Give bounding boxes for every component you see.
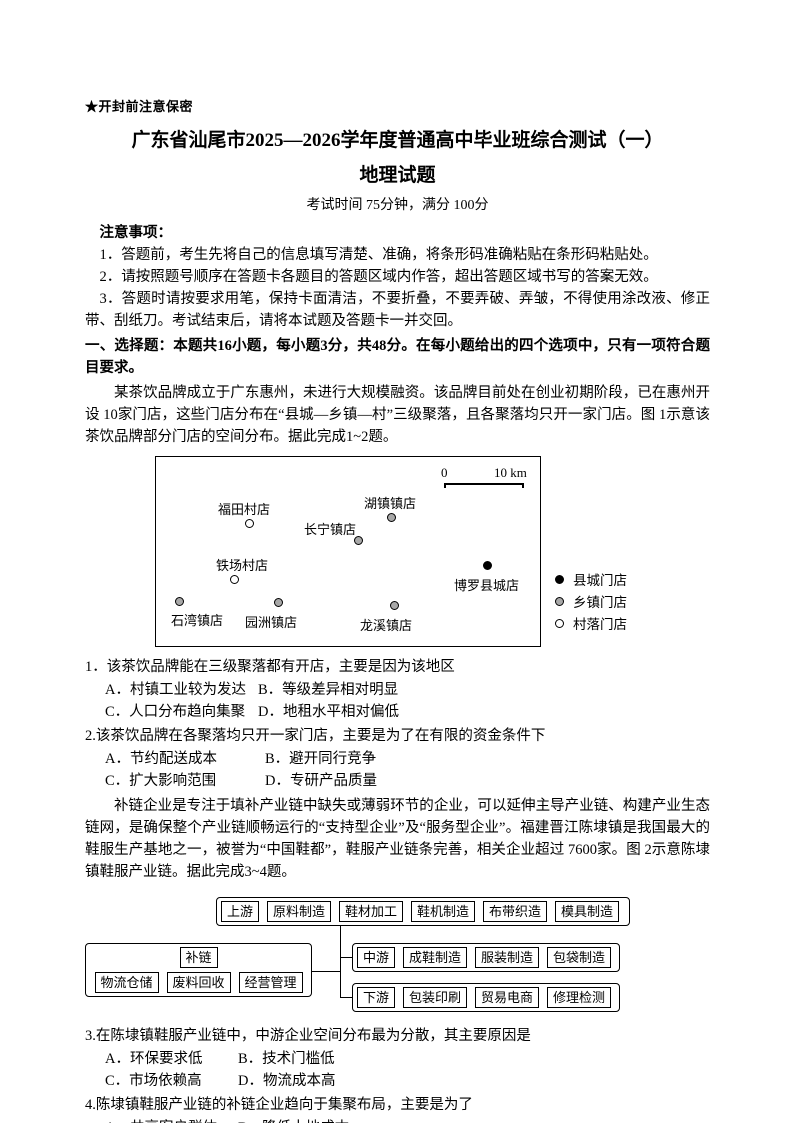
downstream-group: 下游 包装印刷 贸易电商 修理检测 [352, 983, 620, 1012]
question-2-option-d: D．专研产品质量 [265, 773, 377, 789]
store-marker-town-icon [175, 597, 184, 606]
section1-heading: 一、选择题：本题共16小题，每小题3分，共48分。在每小题给出的四个选项中，只有… [85, 338, 710, 376]
store-label-changning: 长宁镇店 [304, 522, 357, 537]
chain-box: 包袋制造 [547, 947, 611, 968]
question-1-stem: 1．该茶饮品牌能在三级聚落都有开店，主要是因为该地区 [85, 659, 455, 675]
chain-box: 修理检测 [547, 987, 611, 1008]
exam-info: 考试时间 75分钟，满分 100分 [306, 198, 489, 213]
store-label-shiwan: 石湾镇店 [171, 613, 224, 628]
legend-town-marker-icon [555, 596, 564, 606]
store-label-tiechang: 铁场村店 [216, 558, 269, 573]
scale-distance-label: 10 km [494, 465, 527, 480]
store-marker-county-icon [483, 561, 492, 570]
legend-item-town: 乡镇门店 [555, 590, 627, 612]
question-4-option-b: B．降低土地成本 [238, 1117, 349, 1123]
chain-box: 布带织造 [483, 901, 547, 922]
chain-box: 物流仓储 [94, 972, 159, 993]
midstream-label: 中游 [357, 947, 395, 968]
store-label-huzhen: 湖镇镇店 [364, 496, 417, 511]
notice-item-1: 1．答题前，考生先将自己的信息填写清楚、准确，将条形码准确粘贴在条形码粘贴处。 [99, 247, 658, 263]
downstream-label: 下游 [357, 987, 395, 1008]
store-marker-town-icon [387, 513, 396, 522]
notices-block: 注意事项： 1．答题前，考生先将自己的信息填写清楚、准确，将条形码准确粘贴在条形… [85, 222, 710, 332]
chain-box: 成鞋制造 [403, 947, 467, 968]
question-3-option-a: A．环保要求低 [105, 1051, 203, 1067]
passage-1: 某茶饮品牌成立于广东惠州，未进行大规模融资。该品牌目前处在创业初期阶段，已在惠州… [85, 385, 710, 445]
secrecy-note: ★开封前注意保密 [85, 99, 194, 114]
question-1: 1．该茶饮品牌能在三级聚落都有开店，主要是因为该地区 A．村镇工业较为发达 B．… [85, 656, 710, 723]
chain-box: 鞋材加工 [339, 901, 403, 922]
connector-bulian-line [312, 971, 340, 972]
chain-box: 贸易电商 [475, 987, 539, 1008]
question-3-option-d: D．物流成本高 [238, 1073, 336, 1089]
store-label-yuanzhou: 园洲镇店 [245, 615, 298, 630]
legend-county-marker-icon [555, 574, 564, 584]
question-2-option-b: B．避开同行竞争 [265, 751, 377, 767]
store-marker-town-icon [354, 536, 363, 545]
notices-heading: 注意事项： [99, 225, 173, 241]
legend-county-label: 县城门店 [573, 573, 627, 588]
question-2-option-c: C．扩大影响范围 [105, 773, 217, 789]
question-1-option-c: C．人口分布趋向集聚 [105, 704, 246, 720]
upstream-label: 上游 [221, 901, 259, 922]
question-3-option-c: C．市场依赖高 [105, 1073, 202, 1089]
figure2-industry-chain: 上游 原料制造 鞋材加工 鞋机制造 布带织造 模具制造 补链 物流仓储 废料回收… [85, 895, 710, 1017]
chain-box: 服装制造 [475, 947, 539, 968]
store-marker-town-icon [390, 601, 399, 610]
connector-midstream-line [341, 957, 352, 958]
question-4-stem: 4.陈埭镇鞋服产业链的补链企业趋向于集聚布局，主要是为了 [85, 1097, 473, 1113]
store-marker-village-icon [230, 575, 239, 584]
scale-bar [444, 483, 524, 488]
question-4: 4.陈埭镇鞋服产业链的补链企业趋向于集聚布局，主要是为了 A．共享客户群体 B．… [85, 1094, 710, 1123]
question-4-option-a: A．共享客户群体 [105, 1117, 238, 1123]
connector-downstream-line [341, 997, 352, 998]
subject-title: 地理试题 [359, 165, 436, 186]
page-title: 广东省汕尾市2025—2026学年度普通高中毕业班综合测试（一） [131, 130, 664, 151]
store-label-boluo: 博罗县城店 [454, 578, 520, 593]
chain-box: 经营管理 [238, 972, 303, 993]
map-box: 0 10 km 福田村店 湖镇镇店 长宁镇店 铁场村店 博罗县城店 石湾镇店 园… [155, 456, 541, 647]
store-marker-village-icon [245, 519, 254, 528]
question-3: 3.在陈埭镇鞋服产业链中，中游企业空间分布最为分散，其主要原因是 A．环保要求低… [85, 1025, 710, 1092]
legend-village-marker-icon [555, 618, 564, 628]
store-marker-town-icon [274, 598, 283, 607]
figure1-store-map: 0 10 km 福田村店 湖镇镇店 长宁镇店 铁场村店 博罗县城店 石湾镇店 园… [85, 456, 710, 652]
question-2-option-a: A．节约配送成本 [105, 751, 217, 767]
question-3-option-b: B．技术门槛低 [238, 1051, 335, 1067]
chain-box: 模具制造 [555, 901, 619, 922]
passage-2: 补链企业是专注于填补产业链中缺失或薄弱环节的企业，可以延伸主导产业链、构建产业生… [85, 798, 710, 880]
scale-zero-label: 0 [441, 465, 448, 480]
question-2: 2.该茶饮品牌在各聚落均只开一家门店，主要是为了在有限的资金条件下 A．节约配送… [85, 725, 710, 792]
connector-vertical-line [340, 926, 341, 998]
chain-box: 包装印刷 [403, 987, 467, 1008]
map-legend: 县城门店 乡镇门店 村落门店 [555, 568, 627, 634]
chain-box: 原料制造 [267, 901, 331, 922]
legend-village-label: 村落门店 [573, 617, 627, 632]
notice-item-2: 2．请按照题号顺序在答题卡各题目的答题区域内作答，超出答题区域书写的答案无效。 [99, 269, 658, 285]
bulian-label: 补链 [179, 947, 218, 968]
legend-item-village: 村落门店 [555, 612, 627, 634]
midstream-group: 中游 成鞋制造 服装制造 包袋制造 [352, 943, 620, 972]
legend-town-label: 乡镇门店 [573, 595, 627, 610]
question-1-option-b: B．等级差异相对明显 [258, 682, 399, 698]
question-3-stem: 3.在陈埭镇鞋服产业链中，中游企业空间分布最为分散，其主要原因是 [85, 1028, 531, 1044]
legend-item-county: 县城门店 [555, 568, 627, 590]
chain-box: 鞋机制造 [411, 901, 475, 922]
store-label-longxi: 龙溪镇店 [360, 618, 413, 633]
bulian-group: 补链 物流仓储 废料回收 经营管理 [85, 943, 312, 997]
upstream-group: 上游 原料制造 鞋材加工 鞋机制造 布带织造 模具制造 [216, 897, 630, 926]
notice-item-3: 3．答题时请按要求用笔，保持卡面清洁，不要折叠，不要弄破、弄皱，不得使用涂改液、… [85, 291, 710, 329]
chain-box: 废料回收 [166, 972, 231, 993]
question-2-stem: 2.该茶饮品牌在各聚落均只开一家门店，主要是为了在有限的资金条件下 [85, 728, 546, 744]
bulian-items-row: 物流仓储 废料回收 经营管理 [94, 972, 303, 993]
store-label-futian: 福田村店 [218, 502, 271, 517]
question-1-option-a: A．村镇工业较为发达 [105, 682, 246, 698]
question-1-option-d: D．地租水平相对偏低 [258, 704, 399, 720]
